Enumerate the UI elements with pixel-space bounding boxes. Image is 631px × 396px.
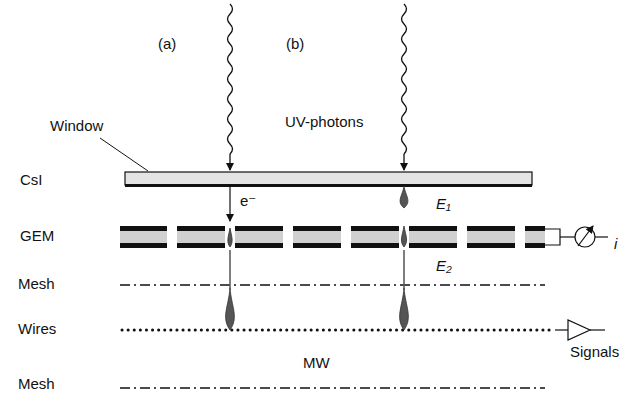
part-name: Mesh (16, 376, 57, 393)
field-label: E₁ (434, 196, 453, 213)
gem-electrode (525, 226, 545, 231)
gem-electrode (467, 226, 515, 231)
part-name: GEM (18, 228, 56, 245)
avalanche-drop (400, 186, 408, 208)
gem-electrode (351, 226, 399, 231)
gem-insulator (120, 226, 167, 248)
part-name: Wires (16, 321, 58, 338)
gem-insulator (467, 226, 515, 248)
gem-insulator (293, 226, 341, 248)
amplifier-symbol (555, 320, 605, 340)
gem-insulator (235, 226, 283, 248)
avalanche-drop (226, 288, 235, 330)
gem-electrode (120, 226, 167, 231)
gem-electrode (120, 243, 167, 248)
gem-electrode (409, 226, 457, 231)
gem-insulator (409, 226, 457, 248)
uv-photon (228, 4, 407, 170)
current-meter (545, 226, 608, 247)
part-name: CsI (18, 172, 45, 189)
part-name: Window (48, 118, 105, 135)
avalanche (226, 186, 409, 330)
window-plate (125, 172, 532, 185)
gem-electrode (293, 243, 341, 248)
gem-electrode (525, 243, 545, 248)
gem-insulator (525, 226, 545, 248)
electron-path (403, 250, 405, 290)
gem-electrode (235, 243, 283, 248)
csi-layer (125, 184, 532, 187)
electron-label: e⁻ (238, 193, 258, 210)
part-name: Mesh (16, 276, 57, 293)
gem-foil (120, 226, 545, 248)
case-label: (b) (284, 36, 306, 53)
photon-wave (228, 4, 233, 154)
avalanche-drop (401, 226, 406, 247)
gem-electrode (293, 226, 341, 231)
case-label: (a) (156, 36, 178, 53)
gem-electrode (467, 243, 515, 248)
photon-arrow (229, 154, 230, 170)
gem-electrode (235, 226, 283, 231)
current-label: i (612, 236, 619, 253)
leader-line (100, 138, 148, 171)
mesh-line (120, 387, 545, 388)
field-label: E₂ (434, 258, 454, 275)
gem-electrode (409, 243, 457, 248)
wire-plane (122, 329, 555, 332)
photon-wave (402, 4, 407, 154)
signal-name: Signals (568, 344, 621, 361)
mesh-line (120, 284, 545, 285)
gem-electrode (351, 243, 399, 248)
gem-electrode (177, 243, 225, 248)
gem-insulator (177, 226, 225, 248)
gem-insulator (351, 226, 399, 248)
gem-electrode (177, 226, 225, 231)
avalanche-drop (228, 228, 232, 247)
part-name: MW (301, 355, 332, 372)
electron-path (229, 187, 230, 221)
photon-label: UV-photons (283, 114, 365, 131)
avalanche-drop (400, 288, 409, 330)
electron-path (229, 250, 231, 290)
photon-arrow (403, 154, 404, 170)
